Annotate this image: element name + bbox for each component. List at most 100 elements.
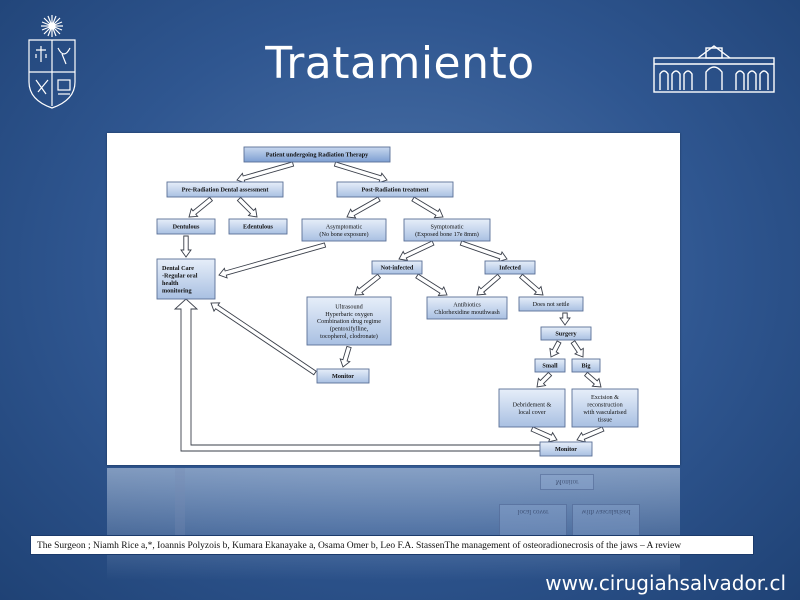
flow-arrow — [398, 240, 435, 262]
flow-node-asymptomatic: Asymptomatic(No bone exposure) — [301, 218, 387, 242]
flow-node-label: Excision & — [591, 394, 619, 401]
flow-node-label: Patient undergoing Radiation Therapy — [266, 152, 369, 159]
reflection-label: Monitor — [555, 478, 579, 486]
flow-node-label: Infected — [499, 265, 521, 272]
flow-node-box — [336, 181, 454, 198]
flow-arrow — [354, 273, 382, 296]
flow-node-label: Dental Care — [162, 265, 194, 272]
reflection-label: with vascularised — [581, 508, 631, 516]
flowchart-reflection: Monitor local cover with vascularised — [107, 468, 680, 580]
flow-node-box — [243, 146, 391, 163]
flow-node-box — [498, 388, 566, 428]
flow-node-box — [534, 358, 566, 373]
flow-node-label: health — [162, 280, 179, 287]
flow-node-post: Post-Radiation treatment — [336, 181, 454, 198]
flow-arrow — [583, 371, 602, 388]
flow-node-pre: Pre-Radiation Dental assessment — [166, 181, 284, 198]
flow-node-label: (pentoxifylline, — [330, 326, 369, 333]
flow-arrow — [549, 340, 562, 358]
flow-arrow — [218, 242, 327, 279]
flow-node-edentulous: Edentulous — [228, 218, 288, 235]
flow-node-label: Surgery — [555, 331, 577, 338]
flow-node-box — [301, 218, 387, 242]
flow-node-box — [518, 296, 584, 312]
flow-node-label: Symptomatic — [431, 224, 464, 231]
flow-node-label: Dentulous — [173, 224, 200, 231]
flow-node-symptomatic: Symptomatic(Exposed bone 17e 8mm) — [403, 218, 491, 242]
flow-node-box — [571, 358, 601, 373]
flow-node-not-settle: Does not settle — [518, 296, 584, 312]
flow-arrow — [188, 196, 214, 218]
flow-arrow — [530, 426, 558, 443]
reflection-arrow — [175, 468, 185, 548]
flow-node-box — [484, 260, 536, 275]
flow-node-surgery: Surgery — [540, 326, 592, 341]
flow-arrow — [333, 161, 388, 184]
flow-node-box — [156, 218, 216, 235]
reflection-label: local cover — [517, 508, 549, 516]
flow-arrow — [180, 235, 192, 258]
citation-text: The Surgeon ; Niamh Rice a,*, Ioannis Po… — [30, 535, 754, 555]
flow-node-box — [371, 260, 423, 275]
flow-node-label: Chlorhexidine mouthwash — [434, 309, 500, 316]
flow-arrow — [570, 340, 584, 358]
flow-node-box — [228, 218, 288, 235]
flow-node-monitor2: Monitor — [539, 441, 593, 457]
flow-node-not-infected: Not-infected — [371, 260, 423, 275]
flow-node-label: Big — [582, 363, 592, 370]
flow-node-label: reconstruction — [587, 402, 622, 409]
flow-node-label: (Exposed bone 17e 8mm) — [415, 231, 479, 238]
flow-node-small: Small — [534, 358, 566, 373]
flow-node-label: tissue — [598, 416, 612, 423]
flow-node-label: Debridement & — [513, 402, 552, 409]
flow-node-label: with vascularised — [583, 409, 627, 416]
flow-node-box — [539, 441, 593, 457]
flow-node-label: Hyperbaric oxygen — [325, 311, 373, 318]
flow-node-box — [426, 296, 508, 320]
flow-node-label: -Regular oral — [162, 273, 198, 280]
flow-node-label: Asymptomatic — [326, 224, 363, 231]
flow-node-box — [316, 368, 370, 384]
flowchart-diagram: Patient undergoing Radiation TherapyPre-… — [156, 146, 639, 457]
flow-arrow — [536, 371, 553, 388]
flow-node-label: Post-Radiation treatment — [361, 187, 429, 194]
reflection-box: Monitor — [540, 474, 594, 490]
flow-node-box — [540, 326, 592, 341]
flow-arrow — [339, 345, 352, 368]
flow-arrow — [576, 426, 605, 443]
flow-node-label: Not-infected — [381, 265, 414, 272]
flow-node-box — [306, 296, 392, 346]
flow-node-label: Edentulous — [243, 224, 274, 231]
flow-node-label: (No bone exposure) — [319, 231, 368, 238]
flow-node-label: Does not settle — [533, 301, 570, 308]
flow-arrow — [236, 196, 258, 218]
flow-arrow — [518, 273, 544, 296]
university-crest-logo — [28, 15, 76, 109]
flow-node-label: Monitor — [332, 373, 354, 380]
flow-arrow — [346, 196, 381, 219]
flow-node-label: tocopherol, clodronate) — [320, 333, 378, 340]
flow-arrow — [459, 240, 508, 263]
slide-title: Tratamiento — [265, 38, 535, 89]
flow-arrow — [476, 273, 502, 296]
flow-node-label: Ultrasound — [335, 303, 363, 310]
flow-node-root: Patient undergoing Radiation Therapy — [243, 146, 391, 163]
flow-node-box — [156, 258, 216, 300]
flow-node-box — [403, 218, 491, 242]
hospital-building-logo — [653, 45, 775, 93]
website-url: www.cirugiahsalvador.cl — [545, 571, 786, 595]
flow-node-debridement: Debridement &local cover — [498, 388, 566, 428]
flow-arrow — [415, 273, 448, 296]
flow-node-label: local cover — [518, 409, 545, 416]
flow-node-label: monitoring — [162, 287, 192, 294]
flow-node-monitor1: Monitor — [316, 368, 370, 384]
flow-node-label: Antibiotics — [453, 302, 481, 309]
flow-node-label: Monitor — [555, 446, 577, 453]
flow-node-dentulous: Dentulous — [156, 218, 216, 235]
flow-arrow — [559, 312, 571, 326]
